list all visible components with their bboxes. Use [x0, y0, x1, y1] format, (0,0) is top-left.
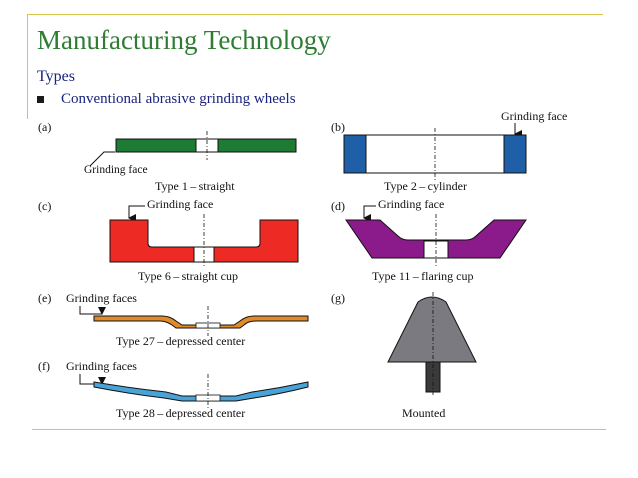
panel-b-callout: Grinding face	[501, 109, 567, 123]
panel-d-arrow	[363, 205, 376, 222]
panel-d-tag: (d)	[331, 199, 345, 213]
wheel-cylinder-left-wall	[343, 134, 367, 174]
panel-e-callout: Grinding faces	[66, 291, 137, 305]
wheel-type27-shape	[93, 315, 309, 329]
bullet-item: Conventional abrasive grinding wheels	[37, 91, 296, 108]
slide-subtitle: Types	[37, 68, 75, 85]
panel-b: (b) Grinding face Type 2 – cylinder	[331, 109, 567, 193]
panel-a-callout: Grinding face	[84, 164, 148, 176]
panel-f-callout: Grinding faces	[66, 359, 137, 373]
panel-e-tag: (e)	[38, 291, 51, 305]
wheel-type28-shape	[93, 381, 309, 402]
panel-d-caption: Type 11 – flaring cup	[372, 269, 474, 283]
panel-f-tag: (f)	[38, 359, 50, 373]
bullet-square-icon	[37, 96, 44, 103]
wheel-cylinder-right-wall	[503, 134, 527, 174]
panel-a-leader	[89, 151, 115, 167]
panel-f-caption: Type 28 – depressed center	[116, 406, 245, 420]
panel-d-callout: Grinding face	[378, 197, 444, 211]
slide-title: Manufacturing Technology	[37, 25, 331, 55]
top-rule	[27, 14, 603, 15]
mounted-point-shape	[387, 296, 477, 363]
panel-f-leader	[79, 374, 96, 385]
panel-a: (a) Grinding face Type 1 – straight	[38, 120, 297, 193]
panel-e: (e) Grinding faces Type 27 – depressed c…	[38, 291, 309, 348]
panel-g-tag: (g)	[331, 291, 345, 305]
wheel-straight-cup-shape	[109, 219, 299, 263]
panel-a-tag: (a)	[38, 120, 51, 134]
panel-a-caption: Type 1 – straight	[155, 179, 235, 193]
bottom-rule	[32, 429, 606, 430]
bullet-text: Conventional abrasive grinding wheels	[61, 91, 296, 107]
panel-g: (g) Mounted	[331, 291, 477, 420]
panel-b-caption: Type 2 – cylinder	[384, 179, 467, 193]
panel-c-arrow	[128, 205, 145, 222]
panel-e-leader	[79, 306, 96, 315]
panel-e-caption: Type 27 – depressed center	[116, 334, 245, 348]
panel-b-tag: (b)	[331, 120, 345, 134]
panel-g-caption: Mounted	[402, 406, 445, 420]
panel-f: (f) Grinding faces Type 28 – depressed c…	[38, 359, 309, 420]
panel-c-caption: Type 6 – straight cup	[138, 269, 238, 283]
panel-c-callout: Grinding face	[147, 197, 213, 211]
left-rule	[27, 14, 28, 119]
panel-d: (d) Grinding face Type 11 – flaring cup	[331, 197, 527, 283]
panel-c-tag: (c)	[38, 199, 51, 213]
wheel-flaring-cup-shape	[345, 219, 527, 259]
panel-c: (c) Grinding face Type 6 – straight cup	[38, 197, 299, 283]
